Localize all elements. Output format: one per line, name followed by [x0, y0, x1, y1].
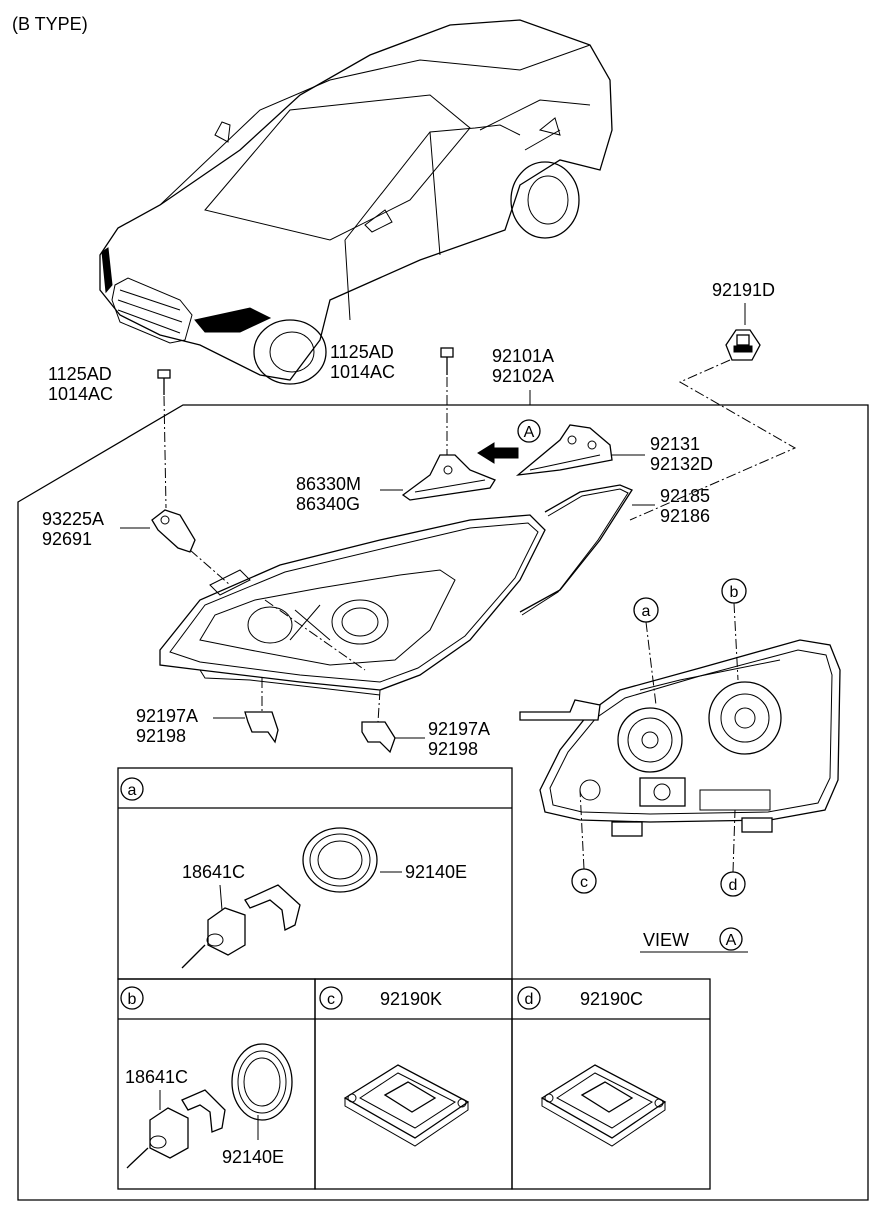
callout-d-text: d	[729, 877, 738, 894]
label-headlamp-assy-1: 92101A	[492, 346, 554, 366]
panel-a-bulb-icon	[181, 907, 246, 969]
label-clip-left-1: 92197A	[136, 706, 198, 726]
panel-a-letter	[120, 777, 144, 801]
panel-a-letter-text: a	[128, 782, 137, 799]
cover-center-icon	[401, 454, 496, 501]
panel-d-ballast-icon	[540, 1064, 667, 1147]
clip-left-icon	[244, 711, 279, 744]
label-seal-strip-1: 92185	[660, 486, 710, 506]
panel-a-cover-label: 92140E	[405, 862, 467, 882]
view-label: VIEW	[643, 930, 689, 950]
callout-c-text: c	[580, 874, 588, 891]
panel-b-bracket-icon	[181, 1089, 226, 1133]
bracket-top-right-icon	[725, 329, 761, 361]
panel-b-cover-icon	[231, 1043, 293, 1121]
callout-b-text: b	[730, 584, 739, 601]
headlamp-assembly-icon	[159, 514, 546, 696]
panel-c-ballast-icon	[343, 1064, 470, 1147]
panel-a-bracket-icon	[244, 884, 301, 931]
label-bracket-cover-1: 92131	[650, 434, 700, 454]
seal-strip-icon	[519, 484, 633, 613]
panel-a-cover-icon	[302, 827, 378, 893]
view-a-marker	[719, 927, 743, 951]
label-seal-strip-2: 92186	[660, 506, 710, 526]
panel-c-letter-text: c	[327, 991, 335, 1008]
view-a-marker-top-text: A	[524, 424, 535, 441]
label-bracket-top-right: 92191D	[712, 280, 775, 300]
panel-d-letter-text: d	[525, 991, 534, 1008]
panel-b-bulb-label: 18641C	[125, 1067, 188, 1087]
panel-b-letter-text: b	[128, 991, 137, 1008]
panel-c-part-label: 92190K	[380, 989, 442, 1009]
label-bolt-left-1: 1125AD	[48, 364, 112, 384]
view-a-marker-text: A	[726, 932, 737, 949]
callout-a-text: a	[642, 603, 651, 620]
label-clip-right-2: 92198	[428, 739, 478, 759]
label-bolt-center-2: 1014AC	[330, 362, 395, 382]
label-bracket-cover-2: 92132D	[650, 454, 713, 474]
bracket-cover-icon	[515, 424, 613, 476]
panel-d	[511, 978, 711, 1190]
clip-right-icon	[361, 721, 396, 754]
label-clip-right-1: 92197A	[428, 719, 490, 739]
panel-b-letter	[120, 986, 144, 1010]
car-illustration	[99, 19, 613, 385]
main-frame	[17, 404, 869, 1201]
view-a-headlamp-rear-icon	[519, 639, 841, 837]
label-headlamp-assy-2: 92102A	[492, 366, 554, 386]
label-cover-center-2: 86340G	[296, 494, 360, 514]
label-bolt-center-1: 1125AD	[330, 342, 394, 362]
bracket-left-icon	[151, 509, 196, 553]
label-bolt-left-2: 1014AC	[48, 384, 113, 404]
panel-a-bulb-label: 18641C	[182, 862, 245, 882]
label-clip-left-2: 92198	[136, 726, 186, 746]
label-bracket-left-2: 92691	[42, 529, 92, 549]
panel-c-letter	[319, 986, 343, 1010]
label-bracket-left-1: 93225A	[42, 509, 104, 529]
type-label: (B TYPE)	[12, 14, 88, 34]
panel-b-bulb-icon	[126, 1107, 189, 1169]
panel-d-letter	[517, 986, 541, 1010]
panel-b-cover-label: 92140E	[222, 1147, 284, 1167]
panel-d-part-label: 92190C	[580, 989, 643, 1009]
view-arrow-icon	[477, 442, 519, 464]
label-cover-center-1: 86330M	[296, 474, 361, 494]
view-a-marker-top	[517, 419, 541, 443]
bolt-left-icon	[157, 369, 171, 395]
bolt-center-icon	[440, 347, 454, 375]
